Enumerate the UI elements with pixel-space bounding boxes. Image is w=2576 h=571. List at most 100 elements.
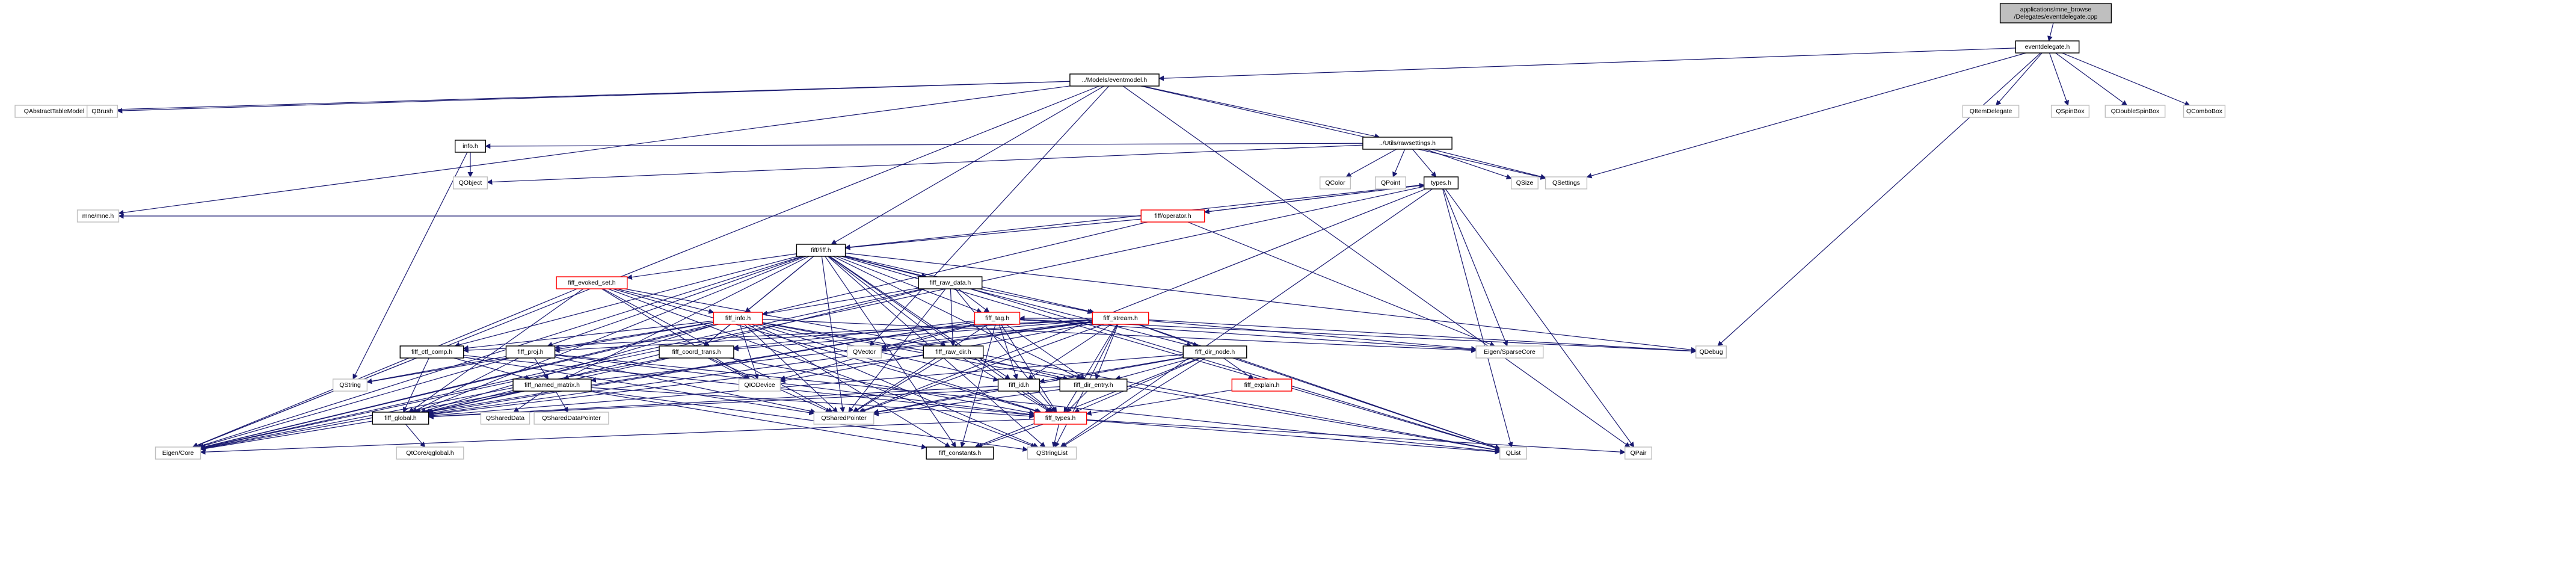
node-QAbstractTableModel: QAbstractTableModel [14,105,94,118]
edge-fiff_named_matrix-to-fiff_constants [588,390,927,449]
node-label: QBrush [91,108,113,115]
node-box [1182,345,1247,359]
node-label: QSpinBox [2056,108,2085,115]
node-label: fiff_dir_node.h [1195,348,1235,356]
node-fiff_raw_data[interactable]: fiff_raw_data.h [918,276,983,289]
edge-fiff_types-to-EigenCore [200,419,1034,455]
node-fiff_named_matrix[interactable]: fiff_named_matrix.h [512,378,592,392]
edge-rawsettings-to-info [485,143,1363,149]
node-fiff_tag[interactable]: fiff_tag.h [974,312,1021,325]
node-QSpinBox: QSpinBox [2050,105,2090,118]
edge-fiff_dir_node-to-QList [1232,357,1501,450]
node-label: QDoubleSpinBox [2111,108,2160,115]
edge-fiff_raw_data-to-QSharedPointer [848,288,946,413]
node-box [1625,446,1652,460]
node-label: QStringList [1036,449,1068,457]
node-QSize: QSize [1511,176,1539,190]
edge-fiff_coord_trans-to-EigenCore [200,357,666,451]
node-QSettings: QSettings [1545,176,1588,190]
node-label: QColor [1325,179,1345,187]
node-QVector: QVector [846,345,882,359]
edge-eventdelegate-to-QDebug [1717,52,2041,347]
node-eventdelegate[interactable]: eventdelegate.h [2015,40,2080,54]
node-box [455,140,487,153]
node-fiff_info[interactable]: fiff_info.h [713,312,763,325]
node-label: QList [1506,449,1521,457]
node-QColor: QColor [1319,176,1351,190]
node-fiff_constants[interactable]: fiff_constants.h [926,446,994,460]
node-box [396,446,464,460]
node-label: QObject [459,179,482,187]
node-fiff_explain[interactable]: fiff_explain.h [1231,378,1293,392]
edge-fiff_tag-to-fiff_coord_trans [733,320,975,350]
edge-types-to-QSharedPointer [858,188,1426,413]
node-fiff_proj[interactable]: fiff_proj.h [505,345,556,359]
node-label: fiff_named_matrix.h [524,381,580,389]
node-fiff_coord_trans[interactable]: fiff_coord_trans.h [659,345,734,359]
node-fiff_dir_entry[interactable]: fiff_dir_entry.h [1059,378,1128,392]
node-fiff[interactable]: fiff/fiff.h [796,244,846,257]
edge-eventmodel-to-fiff [831,85,1105,245]
node-label: QSettings [1552,179,1580,187]
node-box [1423,176,1459,190]
node-types[interactable]: types.h [1423,176,1459,190]
node-root[interactable]: applications/mne_browse/Delegates/eventd… [1999,3,2112,23]
edge-eventmodel-to-QBrush [117,81,1070,114]
node-label: fiff/fiff.h [811,247,831,254]
edge-rawsettings-to-QColor [1345,149,1397,177]
edge-eventdelegate-to-QItemDelegate [1996,52,2043,106]
edge-layer [92,22,2190,455]
node-label: fiff_tag.h [985,315,1009,322]
edge-fiff_tag-to-fiff_id [998,324,1018,380]
node-fiff_stream[interactable]: fiff_stream.h [1092,312,1149,325]
node-label: fiff_raw_dir.h [935,348,971,356]
node-fiff_evoked_set[interactable]: fiff_evoked_set.h [556,276,628,289]
node-box [1475,345,1544,359]
node-fiff_types[interactable]: fiff_types.h [1033,412,1087,425]
edge-fiff_types-to-QList [1086,419,1501,455]
edge-fiff_proj-to-fiff_global [411,357,519,413]
edge-fiff_info-to-fiff_proj [554,321,714,350]
node-box [813,412,875,425]
node-box [1140,209,1205,223]
node-box [1231,378,1293,392]
edge-fiff_stream-to-fiff_global [428,321,1093,416]
node-fiff_raw_dir[interactable]: fiff_raw_dir.h [923,345,984,359]
node-label: info.h [463,143,478,150]
edge-fiff_raw_data-to-QList [970,288,1501,451]
edge-fiff_named_matrix-to-EigenCore [200,390,520,451]
node-box [1092,312,1149,325]
node-eventmodel[interactable]: ../Models/eventmodel.h [1069,73,1160,87]
node-label: QVector [853,348,876,356]
node-label: fiff_proj.h [518,348,544,356]
node-rawsettings[interactable]: ../Utils/rawsettings.h [1362,137,1452,150]
node-fiff_id[interactable]: fiff_id.h [997,378,1041,392]
edge-rawsettings-to-types [1412,149,1437,177]
node-label: ../Models/eventmodel.h [1082,76,1148,84]
edge-fiff_stream-to-QSharedPointer [859,324,1104,413]
node-label: fiff_info.h [725,315,751,322]
edge-fiff_named_matrix-to-fiff_global [427,390,525,414]
node-label: eventdelegate.h [2025,43,2070,51]
edge-fiff_dir_node-to-fiff_constants [974,357,1200,448]
node-label: fiff_evoked_set.h [568,279,615,286]
edge-fiffoperator-to-types [1204,183,1425,213]
node-box [1545,176,1588,190]
edge-fiff_info-to-QStringList [752,324,1039,448]
edge-fiff_proj-to-QSharedPointer [555,356,816,414]
edge-fiff_id-to-fiff_types [1026,390,1054,413]
node-QDebug: QDebug [1695,345,1727,359]
node-label: QPoint [1381,179,1400,187]
edge-fiff_info-to-fiff_types [757,324,1042,413]
node-fiff_global[interactable]: fiff_global.h [372,412,429,425]
node-fiff_dir_node[interactable]: fiff_dir_node.h [1182,345,1247,359]
node-fiff_ctf_comp[interactable]: fiff_ctf_comp.h [399,345,464,359]
node-label: fiff_explain.h [1244,381,1280,389]
edge-eventdelegate-to-QDoubleSpinBox [2055,52,2128,106]
node-fiffoperator[interactable]: fiff/operator.h [1140,209,1205,223]
node-info[interactable]: info.h [455,140,487,153]
node-box [452,176,488,190]
node-box [1362,137,1452,150]
edge-fiff_stream-to-QVector [881,321,1093,352]
